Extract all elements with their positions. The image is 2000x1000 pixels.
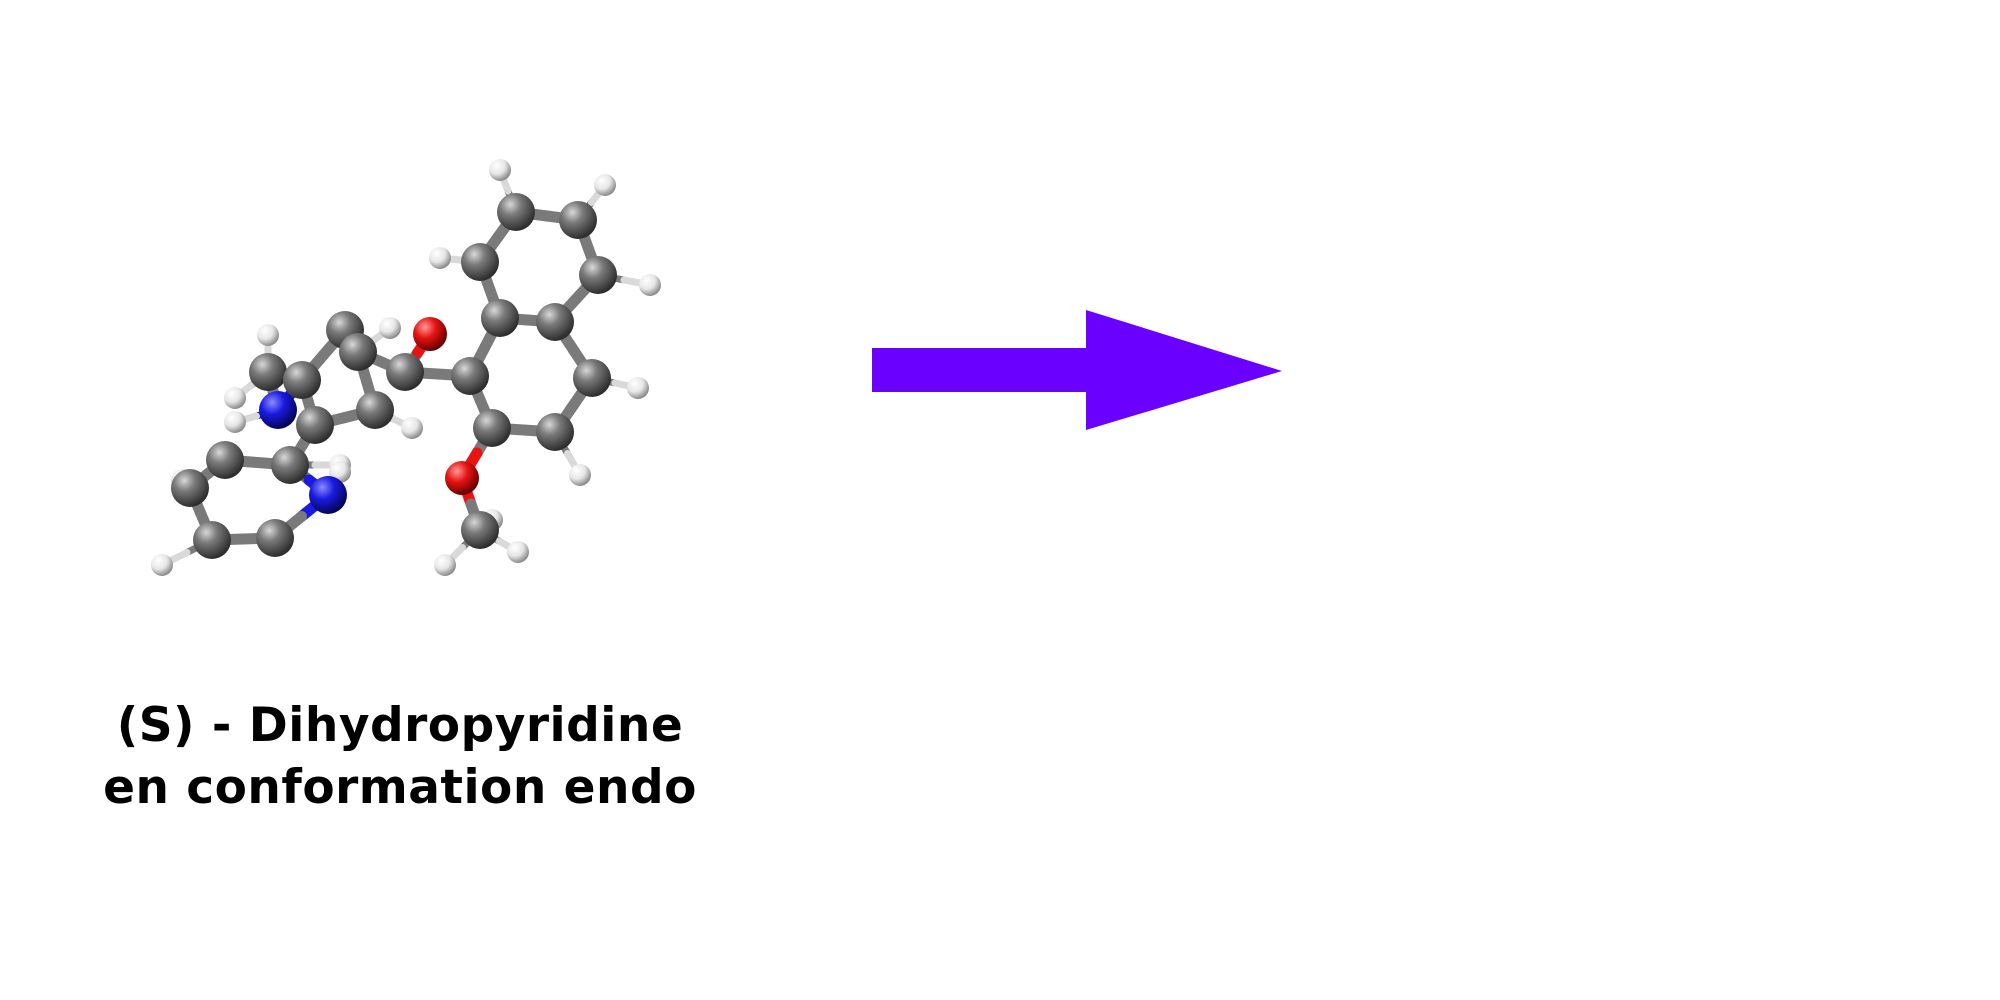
hydrogen-atom-h2 [594, 174, 616, 196]
carbon-atom-a5 [481, 299, 519, 337]
hydrogen-atom-hm1 [434, 554, 456, 576]
molecule-atoms [151, 159, 661, 576]
caption-line-2: en conformation endo [103, 760, 697, 815]
hydrogen-atom-h3 [639, 274, 661, 296]
carbon-atom-b2 [536, 413, 574, 451]
nitrogen-atom-n1 [259, 391, 297, 429]
nitrogen-label-1: N [261, 397, 283, 427]
oxygen-atom-o1 [445, 461, 479, 495]
hydrogen-atom-h1 [489, 159, 511, 181]
carbon-atom-p6 [206, 441, 244, 479]
hydrogen-atom-hn1 [224, 387, 246, 409]
carbon-atom-b1 [573, 359, 611, 397]
carbon-atom-cm2 [249, 353, 287, 391]
nitrogen-atom-n2 [309, 476, 347, 514]
reaction-arrow-icon [872, 310, 1282, 430]
carbon-atom-c5 [283, 361, 321, 399]
caption-line-1: (S) - Dihydropyridine [116, 698, 684, 753]
hydrogen-atom-hn3 [257, 324, 279, 346]
oxygen-atom-o2 [413, 317, 447, 351]
hydrogen-atom-h6 [569, 464, 591, 486]
hydrogen-atom-h5 [627, 377, 649, 399]
carbon-atom-p3 [256, 519, 294, 557]
carbon-atom-p1 [271, 446, 309, 484]
carbon-atom-b3 [473, 409, 511, 447]
carbon-atom-c4 [296, 406, 334, 444]
carbon-atom-cm [461, 511, 499, 549]
carbon-atom-c3 [356, 391, 394, 429]
carbon-atom-b4 [451, 357, 489, 395]
hydrogen-atom-h9 [401, 417, 423, 439]
carbon-atom-a6 [461, 243, 499, 281]
molecule-model: N [151, 159, 661, 576]
carbon-atom-a2 [559, 201, 597, 239]
carbon-atom-a3 [579, 256, 617, 294]
hydrogen-atom-h12 [151, 554, 173, 576]
hydrogen-atom-h4 [429, 247, 451, 269]
carbon-atom-p5 [171, 469, 209, 507]
carbon-atom-c1 [386, 353, 424, 391]
carbon-atom-a4 [536, 303, 574, 341]
hydrogen-atom-hn2 [224, 411, 246, 433]
carbon-atom-p4 [193, 521, 231, 559]
reaction-arrow-shape [872, 310, 1282, 430]
hydrogen-atom-h8 [379, 317, 401, 339]
molecule-caption: (S) - Dihydropyridine en conformation en… [60, 695, 740, 819]
carbon-atom-c2 [339, 333, 377, 371]
hydrogen-atom-hm2 [507, 541, 529, 563]
carbon-atom-a1 [497, 193, 535, 231]
